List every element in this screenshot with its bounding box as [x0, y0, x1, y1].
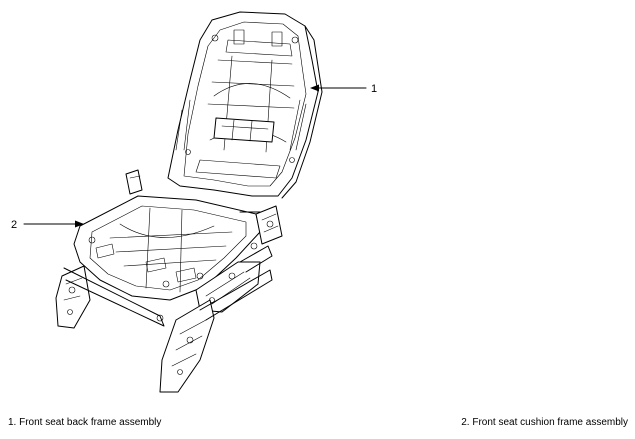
- seat-rails: [55, 242, 273, 393]
- caption-seat-cushion: 2. Front seat cushion frame assembly: [461, 417, 628, 428]
- seat-back-frame: [167, 11, 323, 199]
- recliner-lever: [125, 169, 143, 195]
- callout-2-label: 2: [11, 219, 17, 231]
- callout-1-label: 1: [371, 83, 377, 95]
- callout-1-arrowhead-icon: [310, 84, 319, 92]
- caption-seat-back: 1. Front seat back frame assembly: [8, 417, 162, 428]
- callout-2-arrowhead-icon: [75, 220, 84, 228]
- callout-2: 2: [11, 219, 84, 231]
- callout-1: 1: [310, 83, 377, 95]
